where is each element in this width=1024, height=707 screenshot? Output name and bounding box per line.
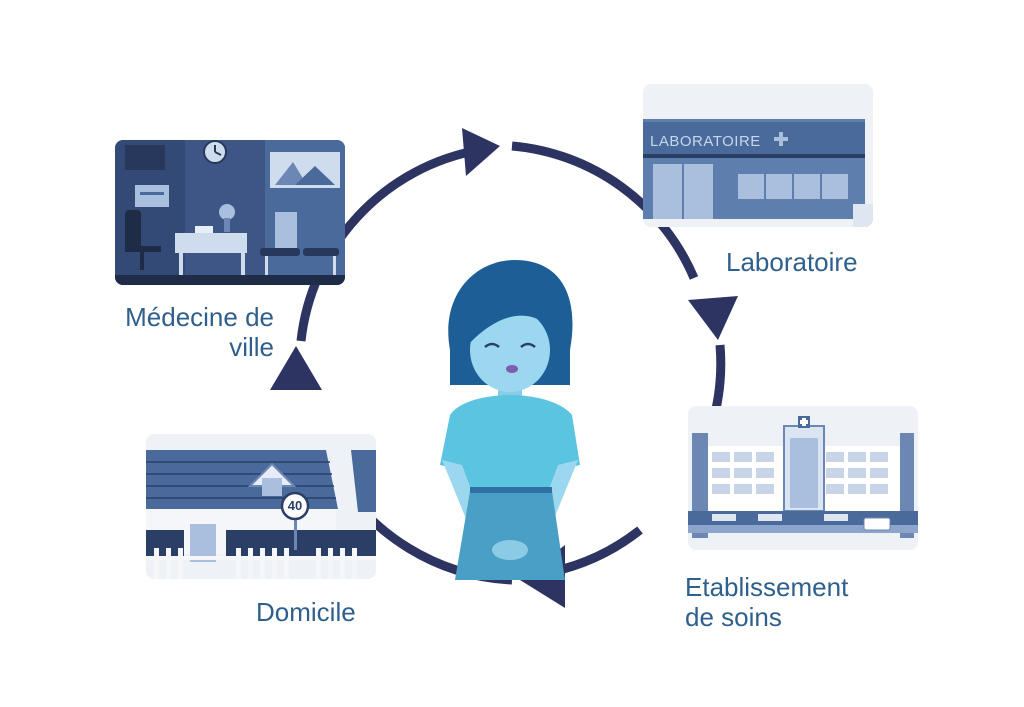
- clockwise-arrow-icon: [462, 128, 500, 176]
- hospital-label: Etablissement de soins: [685, 572, 849, 632]
- patient-figure: [440, 260, 580, 580]
- office-card: [115, 140, 345, 285]
- office-illustration: [115, 140, 345, 285]
- house-illustration: [146, 434, 376, 579]
- clockwise-arrow-icon: [688, 296, 738, 340]
- laboratory-card: LABORATOIRE: [643, 84, 873, 227]
- arc-top-right: [511, 141, 699, 280]
- clockwise-arrow-icon: [270, 346, 322, 390]
- laboratory-sign: LABORATOIRE: [650, 133, 761, 150]
- hospital-card: [688, 406, 918, 550]
- home-label: Domicile: [256, 597, 356, 627]
- hospital-illustration: [688, 406, 918, 550]
- home-card: 40: [146, 434, 376, 579]
- arc-top: [296, 145, 480, 342]
- house-number: 40: [287, 498, 303, 513]
- office-label: Médecine de ville: [125, 302, 274, 362]
- laboratory-label: Laboratoire: [726, 247, 858, 277]
- laboratory-illustration: [643, 84, 873, 227]
